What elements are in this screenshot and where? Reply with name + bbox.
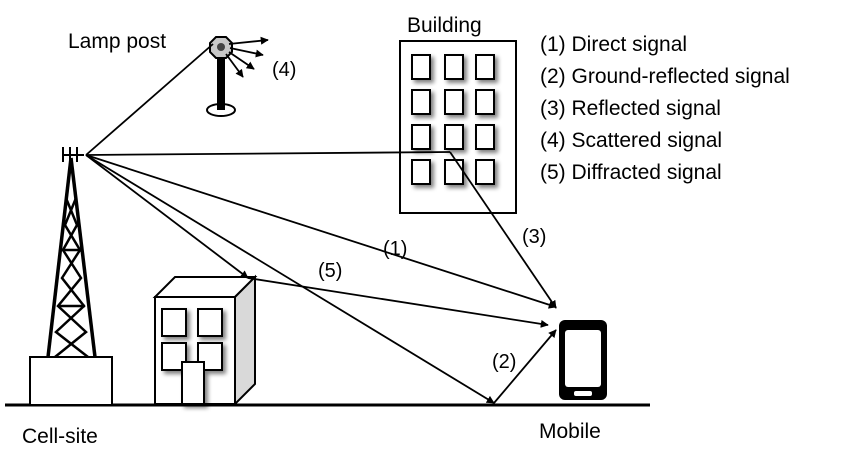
legend-item: (2) Ground-reflected signal	[540, 65, 790, 88]
legend: (1) Direct signal (2) Ground-reflected s…	[540, 33, 790, 184]
mobile-label: Mobile	[539, 420, 601, 443]
label-ground-reflected: (2)	[492, 351, 516, 373]
reflected-signal-line	[449, 151, 557, 309]
scattered-arrows	[225, 36, 269, 78]
label-scattered: (4)	[272, 59, 296, 81]
ground-incident-line	[85, 154, 495, 404]
legend-item: (5) Diffracted signal	[540, 161, 722, 184]
label-direct: (1)	[383, 238, 407, 260]
lamp-post-icon	[206, 36, 236, 117]
legend-item: (3) Reflected signal	[540, 97, 721, 120]
cell-site-base	[29, 356, 113, 406]
building-label: Building	[407, 14, 482, 37]
cell-tower-icon	[29, 147, 113, 406]
lamp-post-label: Lamp post	[68, 30, 166, 53]
small-building-icon	[152, 274, 258, 407]
direct-signal-line	[85, 154, 557, 309]
diffracted-incident-line	[85, 154, 249, 279]
diffracted-signal-line	[247, 277, 549, 328]
cell-site-label: Cell-site	[22, 425, 98, 448]
tall-building-icon	[399, 40, 517, 214]
legend-item: (4) Scattered signal	[540, 129, 722, 152]
ground-reflected-signal-line	[493, 329, 557, 404]
label-diffracted: (5)	[318, 260, 342, 282]
legend-item: (1) Direct signal	[540, 33, 687, 56]
reflected-incident-line	[85, 151, 451, 156]
label-reflected: (3)	[522, 226, 546, 248]
mobile-phone-icon	[559, 320, 607, 400]
lamp-incident-line	[85, 43, 214, 156]
